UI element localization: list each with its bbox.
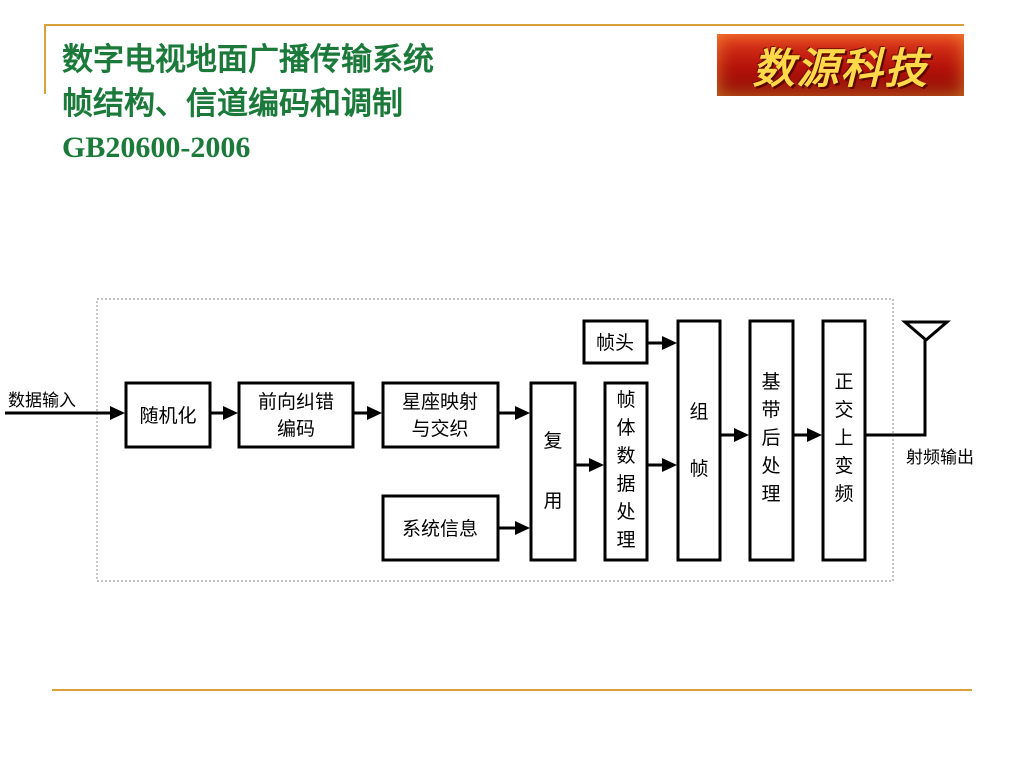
arrow-baseband <box>734 428 749 442</box>
upconvert-char-3: 上 <box>834 427 853 449</box>
block-randomizer: 随机化 <box>124 381 212 449</box>
antenna-icon <box>900 320 952 342</box>
arrow-upconvert <box>807 428 822 442</box>
arrow-mapping <box>367 406 382 420</box>
upconvert-char-2: 交 <box>834 399 853 421</box>
frame-body-char-2: 体 <box>616 417 635 439</box>
baseband-char-5: 理 <box>761 483 780 505</box>
line-upconvert-antenna <box>865 338 927 437</box>
baseband-char-1: 基 <box>761 371 780 393</box>
frame-body-char-6: 理 <box>616 529 635 551</box>
block-upconversion: 正 交 上 变 频 <box>821 319 867 562</box>
arrow-framebody <box>589 458 604 472</box>
arrow-input <box>110 406 125 420</box>
frame-body-char-1: 帧 <box>616 389 635 411</box>
block-system-info: 系统信息 <box>381 494 500 562</box>
slide-frame-top-line <box>44 24 964 26</box>
mux-label-char-2: 用 <box>543 490 562 512</box>
block-multiplexer: 复 用 <box>529 381 577 562</box>
framing-char-2: 帧 <box>689 458 708 480</box>
slide-frame-left-line <box>44 24 46 94</box>
arrow-framing-bottom <box>662 458 677 472</box>
block-baseband-post: 基 带 后 处 理 <box>748 319 795 562</box>
arrow-framing-top <box>662 336 677 350</box>
title-line-1: 数字电视地面广播传输系统 <box>62 42 434 78</box>
logo-text: 数源科技 <box>752 43 929 93</box>
block-fec: 前向纠错 编码 <box>237 381 355 449</box>
arrow-fec <box>223 406 238 420</box>
frame-body-char-5: 处 <box>616 501 635 523</box>
randomizer-label: 随机化 <box>139 405 196 427</box>
block-framing: 组 帧 <box>676 319 722 562</box>
upconvert-char-4: 变 <box>834 455 853 477</box>
mapping-label-line-2: 与交织 <box>411 418 468 440</box>
upconvert-char-5: 频 <box>834 483 853 505</box>
frame-header-label: 帧头 <box>596 332 634 354</box>
system-info-label: 系统信息 <box>402 518 478 540</box>
frame-body-char-4: 据 <box>616 473 635 495</box>
upconvert-char-1: 正 <box>834 371 853 393</box>
input-label: 数据输入 <box>8 391 76 411</box>
mapping-label-line-1: 星座映射 <box>402 391 478 413</box>
baseband-char-2: 带 <box>761 399 780 421</box>
arrow-mux-top <box>515 406 530 420</box>
block-constellation-mapping: 星座映射 与交织 <box>381 381 500 449</box>
fec-label-line-2: 编码 <box>277 418 315 440</box>
block-frame-header: 帧头 <box>582 319 649 365</box>
framing-char-1: 组 <box>689 401 708 423</box>
slide-frame-bottom-line <box>52 689 972 691</box>
company-logo: 数源科技 <box>717 34 964 96</box>
connection-lines <box>5 338 927 530</box>
fec-label-line-1: 前向纠错 <box>258 391 334 413</box>
mux-label-char-1: 复 <box>543 430 562 452</box>
baseband-char-4: 处 <box>761 455 780 477</box>
slide-title: 数字电视地面广播传输系统 帧结构、信道编码和调制 GB20600-2006 <box>62 38 434 170</box>
frame-body-char-3: 数 <box>616 445 635 467</box>
arrowheads <box>110 336 822 535</box>
title-line-2: 帧结构、信道编码和调制 <box>62 86 403 122</box>
output-label: 射频输出 <box>906 448 974 468</box>
block-frame-body: 帧 体 数 据 处 理 <box>603 381 649 562</box>
title-standard-code: GB20600-2006 <box>62 131 251 164</box>
system-boundary <box>96 298 894 582</box>
arrow-mux-bottom <box>515 521 530 535</box>
baseband-char-3: 后 <box>761 427 780 449</box>
